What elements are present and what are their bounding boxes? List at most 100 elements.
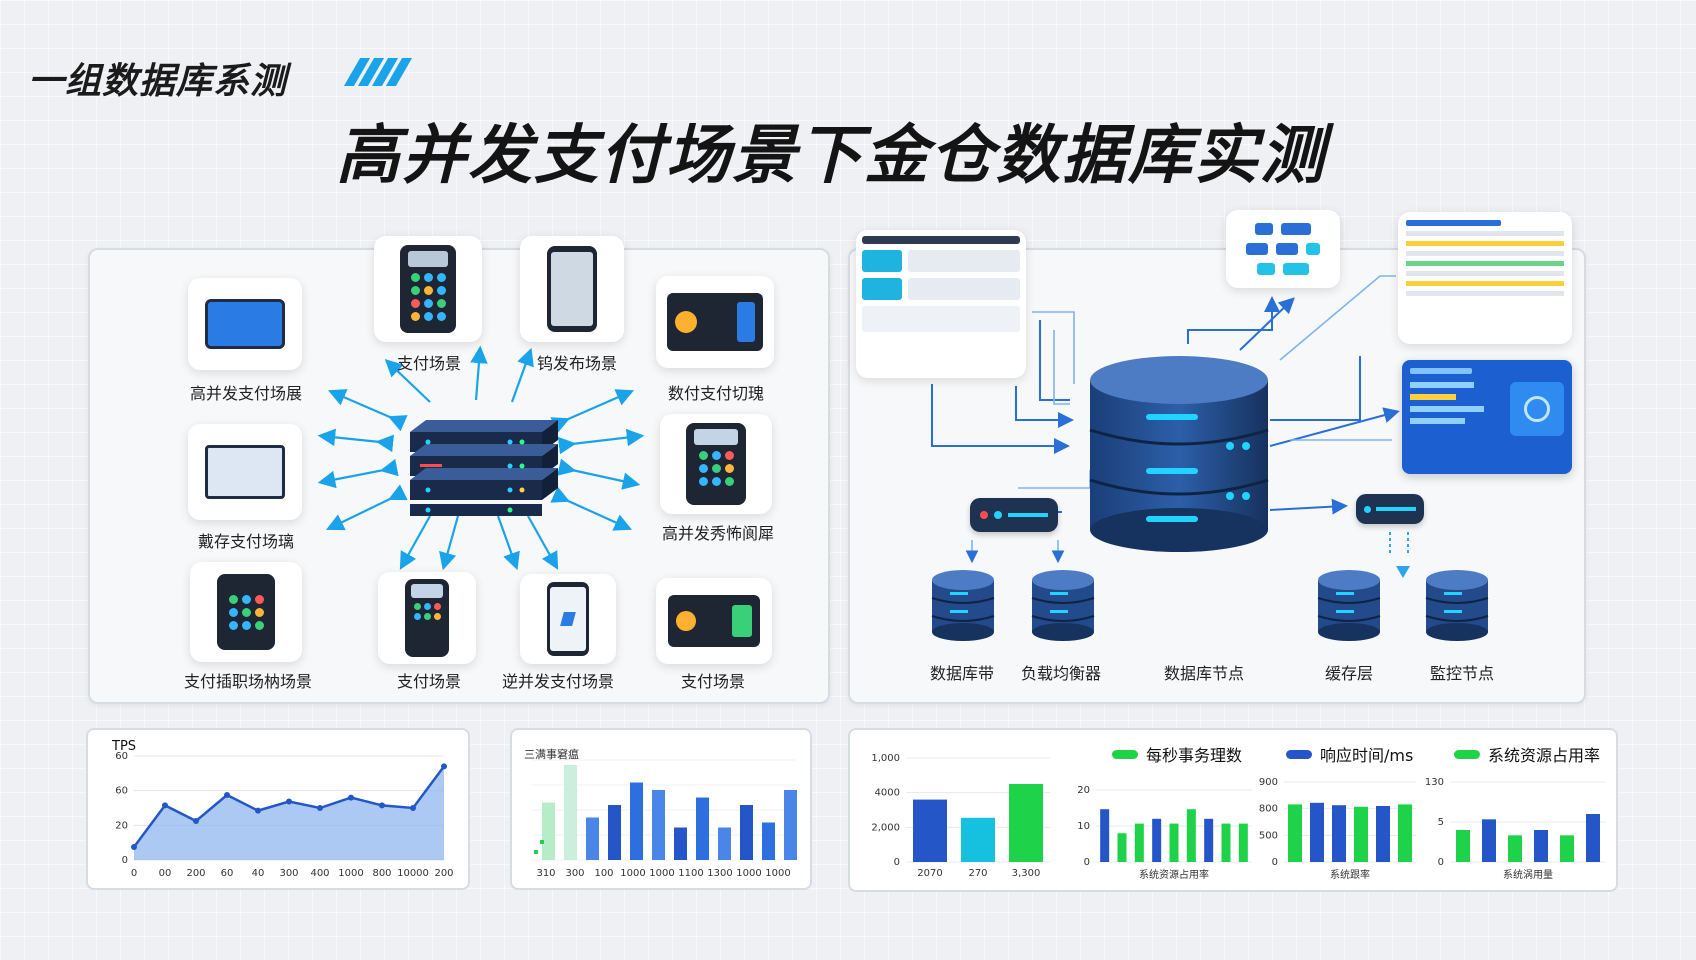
resource-x-label: 系统涡用量 (1503, 868, 1553, 881)
scene-card-phone-1[interactable] (520, 236, 624, 342)
latency-bar (1288, 804, 1302, 862)
node-label-2: 负载均衡器 (1020, 664, 1101, 683)
tps-metric-bar (1152, 818, 1162, 862)
pos-tablet-icon (668, 595, 760, 647)
scene-card-desktop-1[interactable] (188, 278, 302, 370)
legend-tps: 每秒事务理数 (1112, 742, 1242, 766)
bars2-x-tick: 100 (594, 868, 613, 879)
tps-point (441, 763, 447, 770)
database-node-icon-1 (931, 570, 995, 641)
shield-icon (1510, 382, 1564, 436)
scene-card-phone-2[interactable] (520, 574, 616, 664)
tps-x-tick: 300 (279, 868, 298, 879)
tps-point (224, 792, 230, 798)
tps-point (317, 805, 323, 811)
cache-router-right (1356, 494, 1424, 524)
scene-card-tablet-1[interactable] (656, 276, 774, 368)
bars2-x-tick: 310 (536, 868, 555, 879)
scene-label-8: 支付场景 (396, 672, 461, 691)
latency-bar (1332, 805, 1346, 862)
bars2-marker (534, 850, 538, 854)
connection-widget[interactable] (1226, 210, 1340, 288)
latency-y-tick: 800 (1259, 804, 1278, 815)
latency-x-label: 系统跟率 (1330, 868, 1370, 881)
throughput-x-tick: 2070 (917, 868, 942, 879)
monitor-icon (205, 299, 285, 349)
admin-console-window[interactable] (856, 230, 1026, 378)
tps-y-tick: 60 (115, 786, 128, 797)
scene-card-pos-1[interactable] (374, 236, 482, 342)
bars2-blue-bar (652, 790, 665, 860)
tps-metric-bar (1100, 809, 1110, 862)
bars2-x-tick: 1000 (765, 868, 790, 879)
scene-label-7: 支付插职场枘场景 (183, 672, 312, 691)
tps-area-fill (134, 766, 444, 860)
scene-card-pos-4[interactable] (378, 572, 476, 664)
latency-bar (1376, 806, 1390, 862)
legend-latency-label: 响应时间/ms (1320, 746, 1414, 765)
latency-y-tick: 0 (1272, 857, 1278, 868)
main-title: 高并发支付场景下金仓数据库实测 (336, 119, 1326, 193)
tps-point (162, 802, 168, 809)
tps-y-tick: 20 (115, 820, 128, 831)
throughput-y-tick: 4000 (875, 788, 900, 799)
scene-card-desktop-2[interactable] (188, 424, 302, 520)
database-node-icon-2 (1031, 570, 1095, 641)
handheld-pos-icon (405, 579, 449, 657)
resource-bar (1508, 835, 1522, 862)
mobile-payment-icon (547, 246, 597, 332)
latency-bar (1398, 804, 1412, 862)
tps-metric-bar (1186, 809, 1196, 862)
desktop-phone-icon (205, 445, 285, 499)
bars2-blue-bar (740, 805, 753, 860)
node-label-5: 監控节点 (1429, 664, 1494, 683)
resource-bar (1560, 835, 1574, 862)
throughput-y-tick: 1,000 (871, 753, 900, 764)
latency-y-tick: 500 (1259, 830, 1278, 841)
tps-y-tick: 0 (122, 855, 128, 866)
bars2-light-bar (542, 802, 555, 860)
tps-x-tick: 200 (434, 868, 453, 879)
resource-bar (1456, 830, 1470, 862)
throughput-x-tick: 3,300 (1012, 868, 1041, 879)
tps-point (348, 794, 354, 801)
scene-card-pos-2[interactable] (660, 414, 772, 514)
bars2-x-tick: 1000 (620, 868, 645, 879)
bars2-x-tick: 300 (565, 868, 584, 879)
tps-metric-bar (1204, 818, 1214, 862)
monitoring-dashboard[interactable] (1402, 360, 1572, 474)
bars2-title: 三满事窘瘟 (524, 747, 579, 761)
throughput-x-tick: 270 (968, 868, 987, 879)
report-window[interactable] (1398, 212, 1572, 344)
central-database-icon (1089, 356, 1269, 552)
bars2-light-bar (564, 765, 577, 860)
tps-point (379, 802, 385, 809)
tablet-icon (667, 293, 763, 351)
tps-x-tick: 400 (310, 868, 329, 879)
tps-metric-bar (1169, 823, 1179, 862)
resource-bar (1482, 819, 1496, 862)
bars2-blue-bar (762, 822, 775, 860)
throughput-y-tick: 0 (894, 857, 900, 868)
tps-chart-title: TPS (111, 739, 136, 754)
resource-bar (1586, 814, 1600, 862)
latency-bar (1354, 806, 1368, 862)
scene-label-2: 支付场景 (396, 354, 461, 373)
bars2-blue-bar (674, 827, 687, 860)
tps-x-tick: 60 (221, 868, 234, 879)
scene-card-pos-3[interactable] (190, 562, 302, 662)
scene-card-tablet-2[interactable] (656, 578, 772, 664)
bars2-blue-bar (586, 817, 599, 860)
bars2-blue-bar (630, 782, 643, 860)
bars2-x-tick: 1000 (736, 868, 761, 879)
latency-y-tick: 900 (1259, 777, 1278, 788)
keypad-terminal-icon (217, 574, 275, 650)
tps-metric-bar (1117, 833, 1127, 862)
